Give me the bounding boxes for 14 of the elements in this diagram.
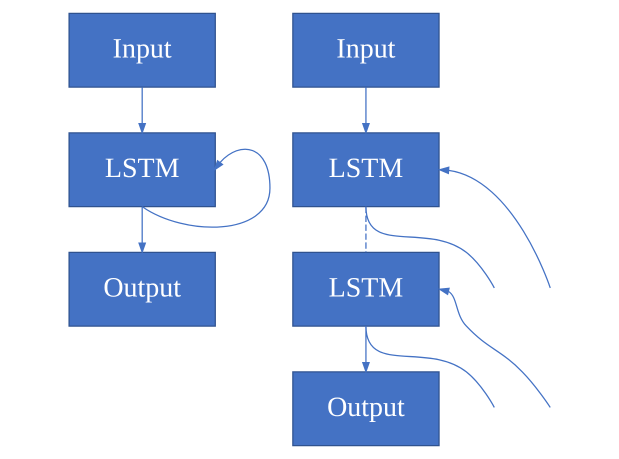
arrow <box>437 288 550 408</box>
connector <box>364 206 494 288</box>
node-box: Output <box>292 371 440 446</box>
node-box: LSTM <box>292 252 440 327</box>
node-box: Input <box>68 12 216 88</box>
connector <box>364 326 494 408</box>
arrow <box>437 166 550 288</box>
node-box: Input <box>292 12 440 88</box>
arrow <box>138 206 146 254</box>
node-box: Output <box>68 252 216 327</box>
node-box: LSTM <box>292 132 440 208</box>
arrow <box>361 87 370 134</box>
arrow <box>138 87 146 134</box>
node-box: LSTM <box>68 132 216 208</box>
